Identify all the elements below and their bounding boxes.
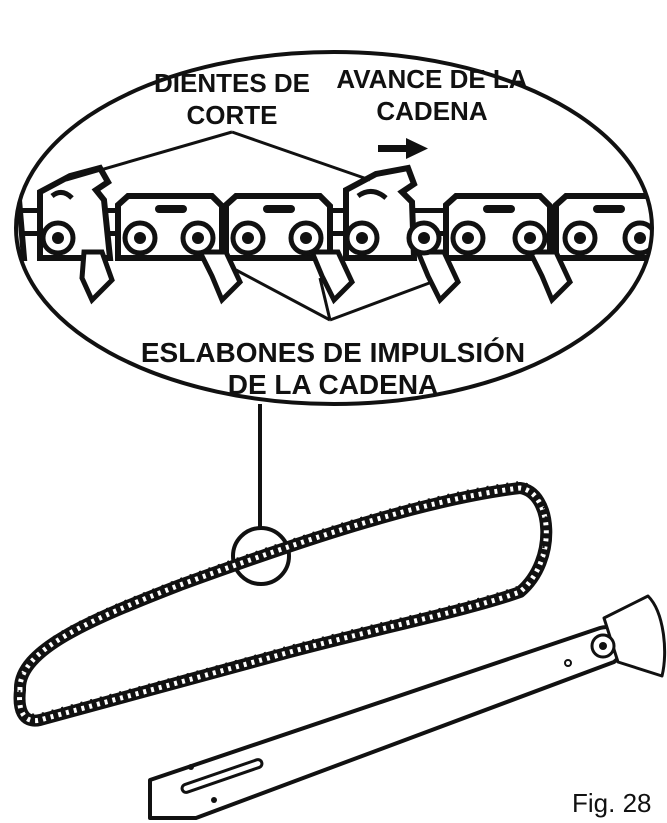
label-cutting-teeth-line1: DIENTES DE — [154, 68, 310, 98]
rivet — [406, 220, 442, 256]
guide-bar — [148, 594, 667, 820]
figure-caption: Fig. 28 — [572, 788, 652, 818]
rivet — [230, 220, 266, 256]
chain-direction-arrow — [378, 138, 428, 159]
rivet — [122, 220, 158, 256]
label-chain-travel-line2: CADENA — [376, 96, 487, 126]
drive-link — [79, 249, 115, 305]
magnifier-ellipse — [14, 50, 654, 406]
magnifier-target-circle — [231, 526, 291, 586]
magnified-chain-detail — [14, 50, 654, 406]
rivet — [40, 220, 76, 256]
chain-loop — [13, 480, 553, 727]
label-drive-links-line2: DE LA CADENA — [228, 369, 439, 400]
sprocket-nose-icon — [590, 633, 616, 659]
label-cutting-teeth-line2: CORTE — [187, 100, 278, 130]
leader-lines — [65, 130, 433, 322]
rivet — [512, 220, 548, 256]
drive-link — [308, 249, 356, 305]
rivet — [622, 220, 652, 256]
drive-link — [195, 249, 244, 305]
label-chain-travel-line1: AVANCE DE LA — [336, 64, 527, 94]
rivet — [344, 220, 380, 256]
drive-link — [525, 249, 574, 305]
rivet — [288, 220, 324, 256]
rivet — [562, 220, 598, 256]
rivet — [450, 220, 486, 256]
label-drive-links-line1: ESLABONES DE IMPULSIÓN — [141, 337, 525, 368]
rivet — [180, 220, 216, 256]
drive-link — [414, 249, 462, 305]
